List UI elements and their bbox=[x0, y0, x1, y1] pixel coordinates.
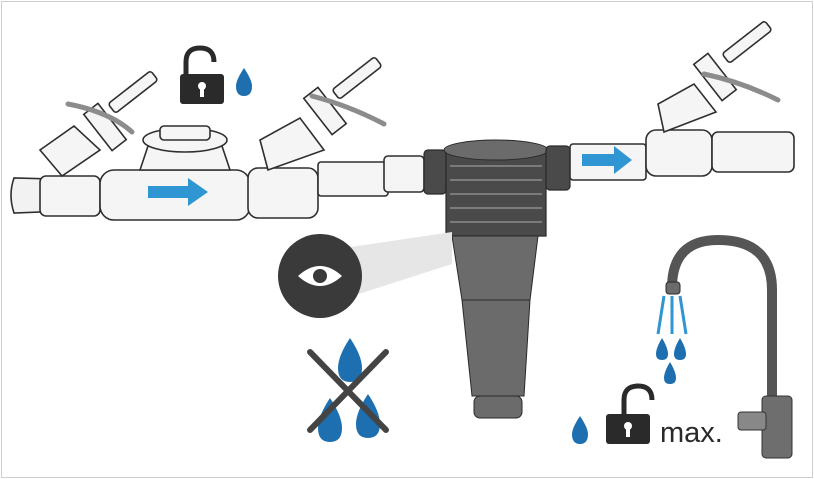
middle-valve-rotate-arrow bbox=[309, 93, 387, 127]
filter-bowl bbox=[461, 299, 531, 397]
filter-head-top bbox=[443, 139, 549, 161]
faucet-handle bbox=[737, 411, 767, 431]
filter-inlet-fitting bbox=[383, 155, 425, 193]
left-pipe-assembly bbox=[10, 125, 389, 221]
left-angle-valve bbox=[38, 71, 158, 178]
left-valve-stem bbox=[38, 124, 102, 178]
filter-bowl-top bbox=[451, 235, 539, 301]
kitchen-faucet bbox=[656, 234, 793, 459]
middle-angle-valve bbox=[259, 57, 387, 172]
max-label: max. bbox=[660, 417, 723, 449]
right-valve-body bbox=[645, 129, 713, 177]
water-filter bbox=[383, 139, 571, 419]
filter-head bbox=[445, 149, 547, 237]
water-drop-icon bbox=[236, 68, 252, 96]
unlocked-padlock-icon bbox=[606, 383, 655, 444]
left-fitting bbox=[39, 175, 101, 217]
left-valve-body bbox=[247, 167, 319, 219]
right-valve-handle bbox=[722, 21, 772, 63]
flow-arrow-right bbox=[582, 146, 632, 174]
faucet-drop-3 bbox=[664, 362, 676, 384]
filter-head-ribs bbox=[450, 165, 542, 223]
water-stream-1 bbox=[656, 295, 666, 335]
eye-pupil bbox=[313, 269, 327, 283]
faucet-spout bbox=[667, 234, 777, 405]
faucet-drop-2 bbox=[674, 338, 686, 360]
right-pipe-assembly bbox=[569, 21, 795, 181]
filter-inlet-nut bbox=[423, 149, 447, 195]
water-meter-cap bbox=[159, 125, 211, 141]
middle-pipe-left bbox=[317, 161, 389, 197]
water-stream-3 bbox=[678, 295, 688, 335]
unlocked-padlock-icon bbox=[180, 45, 224, 104]
faucet-drop-1 bbox=[656, 338, 668, 360]
filter-outlet-nut bbox=[545, 145, 571, 191]
left-valve-rotate-arrow bbox=[65, 101, 135, 135]
middle-valve-stem bbox=[259, 116, 326, 172]
water-drop-icon bbox=[572, 416, 588, 444]
right-pipe-end bbox=[711, 131, 795, 173]
faucet-nozzle bbox=[665, 281, 681, 295]
filter-bowl-bottom bbox=[473, 395, 523, 419]
right-valve-stem bbox=[657, 82, 718, 134]
no-water-crossed-icon bbox=[307, 338, 389, 442]
right-valve-rotate-arrow bbox=[701, 71, 781, 103]
left-valve-handle bbox=[108, 71, 158, 113]
flow-arrow-left bbox=[148, 178, 208, 206]
middle-valve-handle bbox=[332, 57, 382, 99]
